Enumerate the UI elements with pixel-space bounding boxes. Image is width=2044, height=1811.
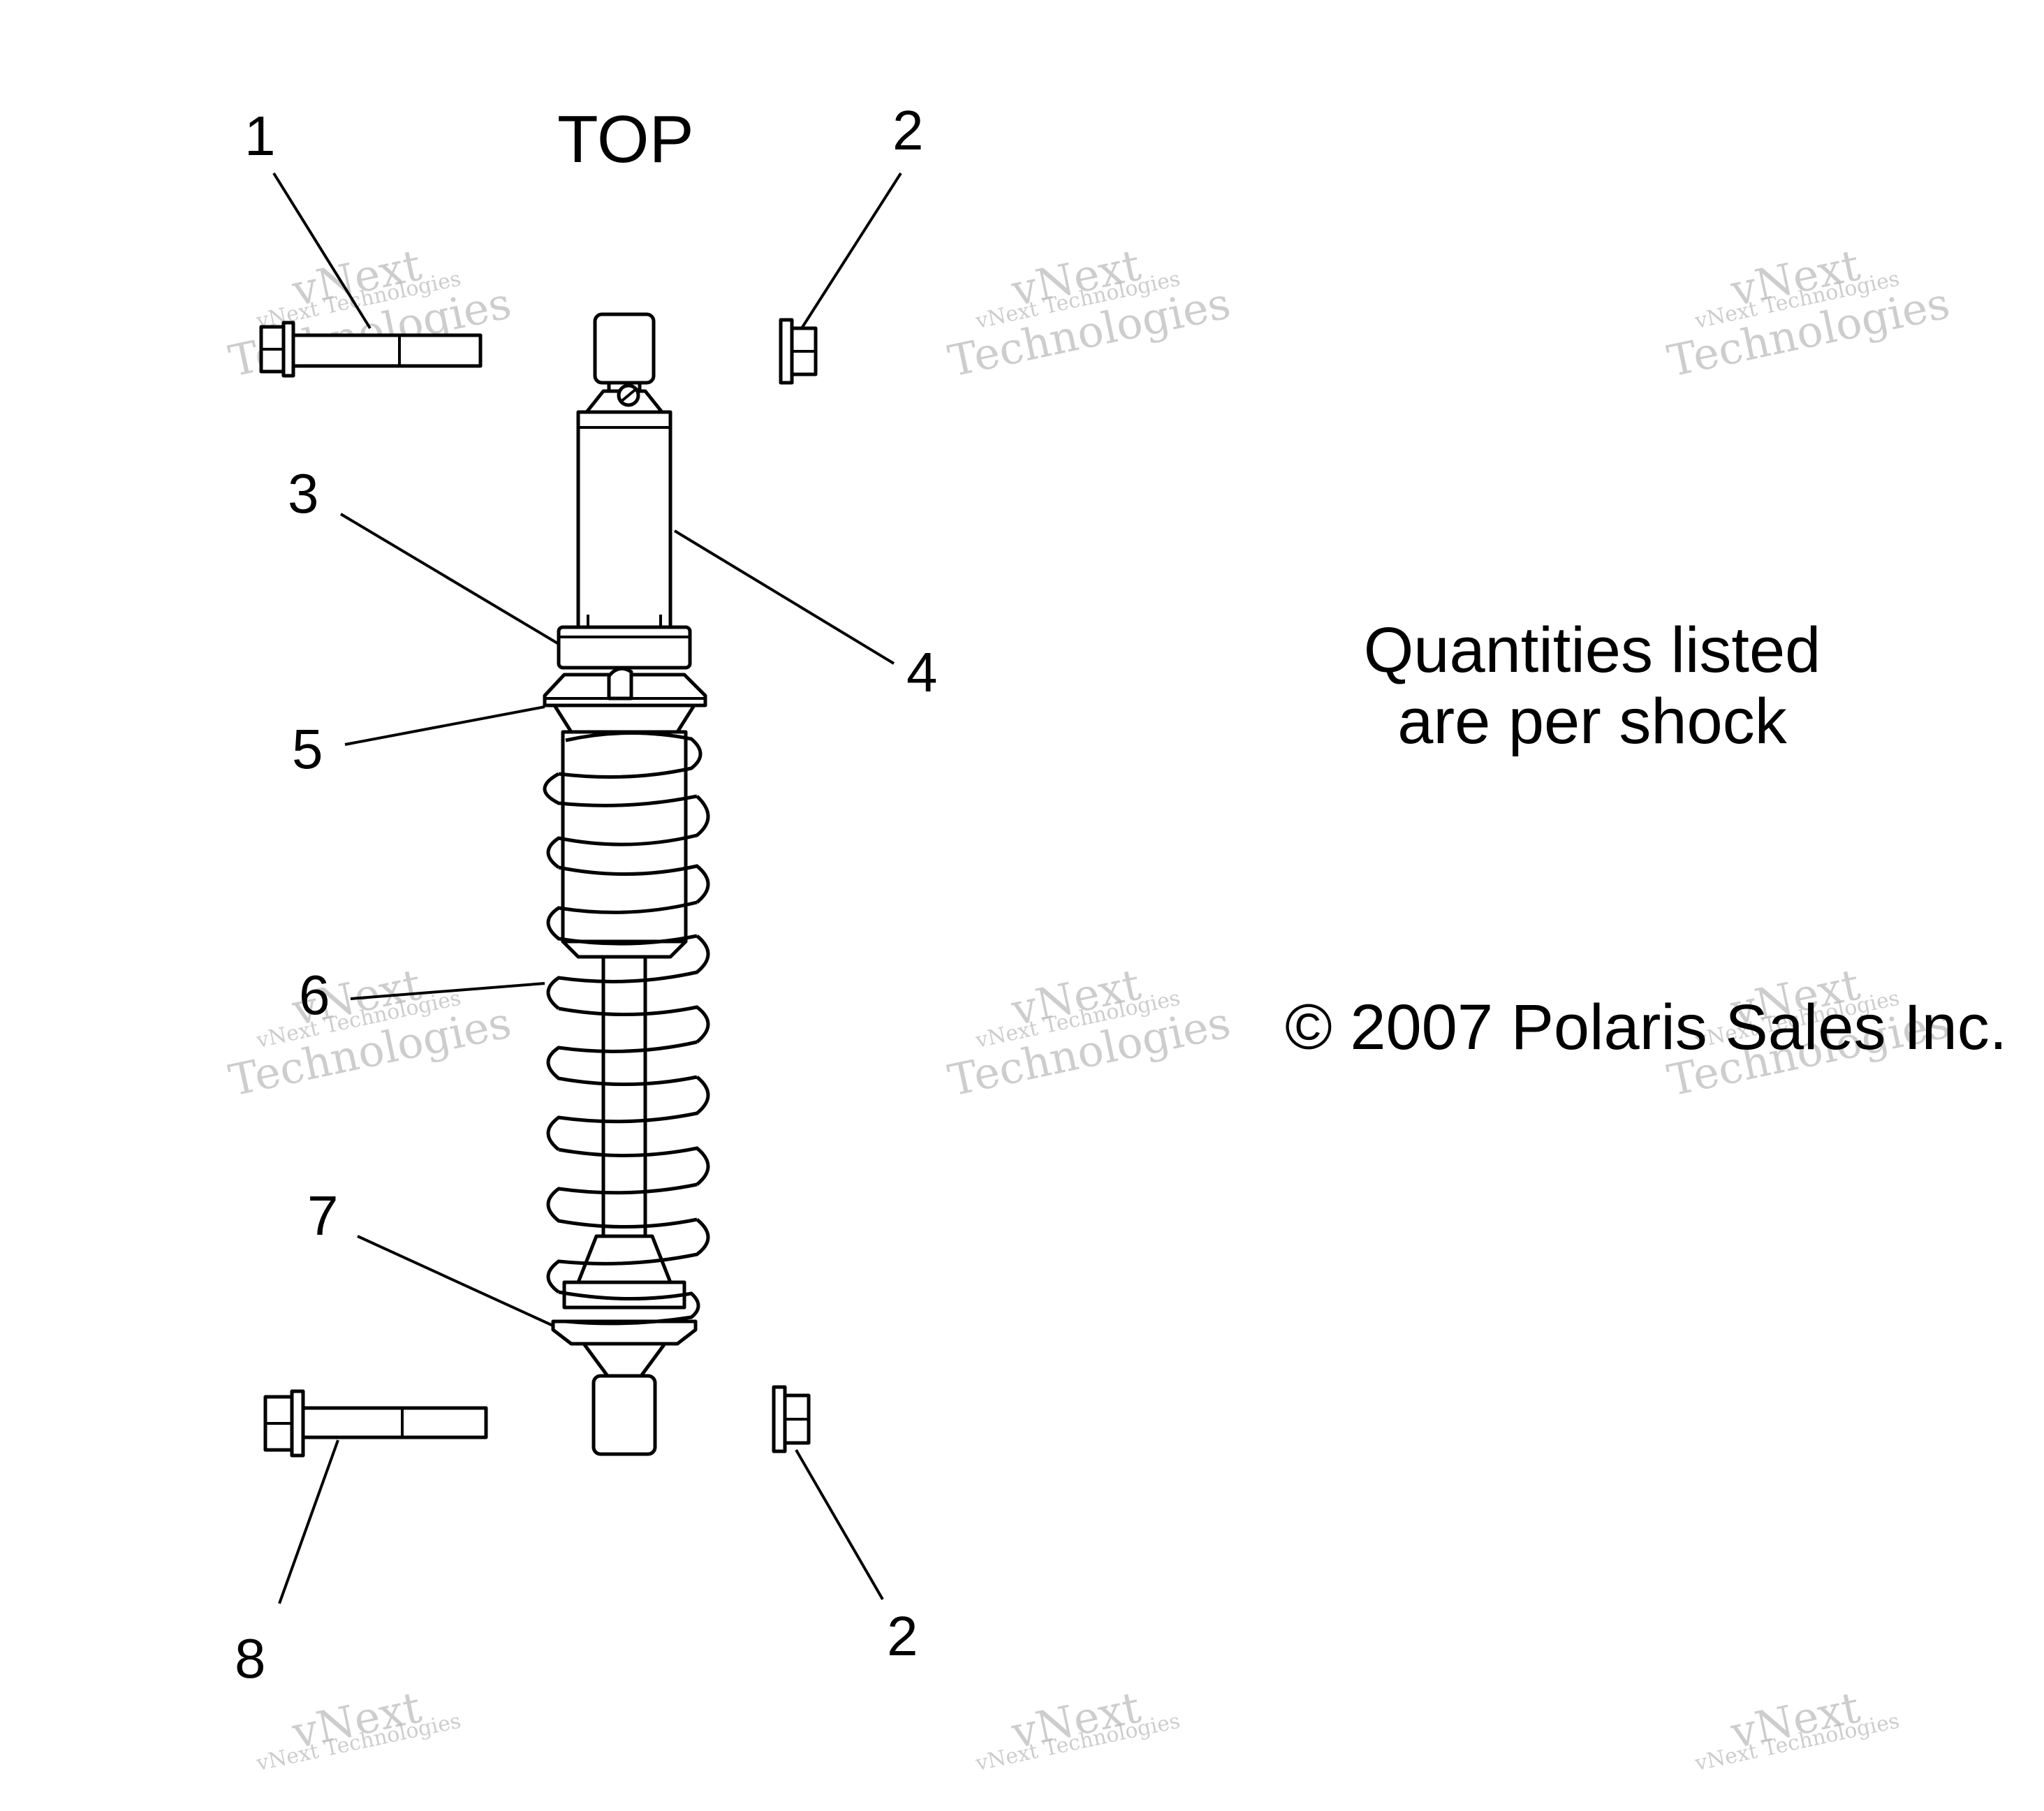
spring-coil	[543, 772, 698, 807]
coil-spring	[543, 731, 710, 1326]
shock-assembly	[543, 312, 710, 1456]
quantities-note-line2: are per shock	[1397, 686, 1787, 757]
callout-4: 4	[906, 641, 938, 703]
top-label: TOP	[557, 102, 694, 177]
leader-line-7	[357, 1235, 572, 1335]
retainer-clip	[607, 666, 633, 701]
shock-lower-eye	[591, 1374, 657, 1456]
shock-upper-eye	[593, 312, 656, 385]
lower-retainer-neck	[582, 1342, 667, 1378]
callout-5: 5	[292, 718, 323, 780]
shock-upper-body	[576, 410, 672, 629]
leader-line-1	[272, 172, 372, 330]
spring-coil	[558, 1146, 710, 1186]
callout-2-bottom: 2	[887, 1605, 918, 1667]
quantities-note-line1: Quantities listed	[1364, 615, 1821, 686]
lower-nut	[772, 1385, 811, 1453]
leader-lines	[272, 172, 902, 1604]
watermark: vNext Technologies vNext Technologies	[1663, 240, 1955, 387]
shock-adjuster-slot	[619, 387, 638, 404]
lower-bolt	[263, 1389, 488, 1458]
callout-7: 7	[307, 1185, 339, 1247]
upper-spring-collar	[557, 625, 692, 670]
callout-8: 8	[235, 1627, 266, 1689]
leader-line-2-top	[800, 172, 902, 330]
spring-coil	[558, 1290, 700, 1326]
shock-lower-body-taper	[552, 703, 696, 734]
watermark: vNext Technologies vNext Technologies	[944, 959, 1235, 1106]
lower-bolt-shank	[301, 1406, 488, 1439]
leader-line-6	[350, 982, 545, 1000]
spring-coil	[546, 1076, 710, 1151]
spring-coil	[546, 1182, 698, 1229]
callout-6: 6	[299, 964, 330, 1026]
spring-coil	[546, 900, 698, 946]
watermark: vNext Technologies vNext	[253, 1682, 463, 1776]
upper-bolt	[259, 321, 483, 378]
lower-spring-retainer	[551, 1319, 698, 1346]
spring-coil	[546, 1040, 698, 1087]
callouts: 1 2 3 4 5 6 7 8 2	[235, 99, 938, 1689]
spring-coil	[558, 864, 710, 904]
spring-coil	[558, 1005, 710, 1043]
watermark: vNext Technologies vNext Technologies	[225, 959, 516, 1106]
leader-line-8	[278, 1439, 339, 1604]
watermark: vNext Technologies vNext	[1692, 1682, 1902, 1776]
watermark: vNext Technologies vNext	[973, 1682, 1182, 1776]
leader-line-3	[339, 513, 560, 645]
leader-line-2-bottom	[795, 1449, 884, 1601]
callout-1: 1	[244, 105, 276, 167]
spring-coil	[558, 731, 703, 779]
upper-nut	[779, 318, 818, 385]
leader-line-4	[673, 529, 895, 665]
copyright-note: © 2007 Polaris Sales Inc.	[1285, 992, 2007, 1063]
callout-3: 3	[288, 462, 319, 525]
shock-lower-body	[561, 730, 688, 944]
spring-coil	[546, 1218, 710, 1294]
upper-bolt-shank	[291, 333, 483, 368]
watermark: vNext Technologies vNext Technologies	[944, 240, 1235, 387]
leader-line-5	[344, 705, 545, 746]
spring-coil	[546, 795, 710, 870]
spring-coil	[546, 934, 710, 1010]
callout-2-top: 2	[892, 99, 924, 161]
